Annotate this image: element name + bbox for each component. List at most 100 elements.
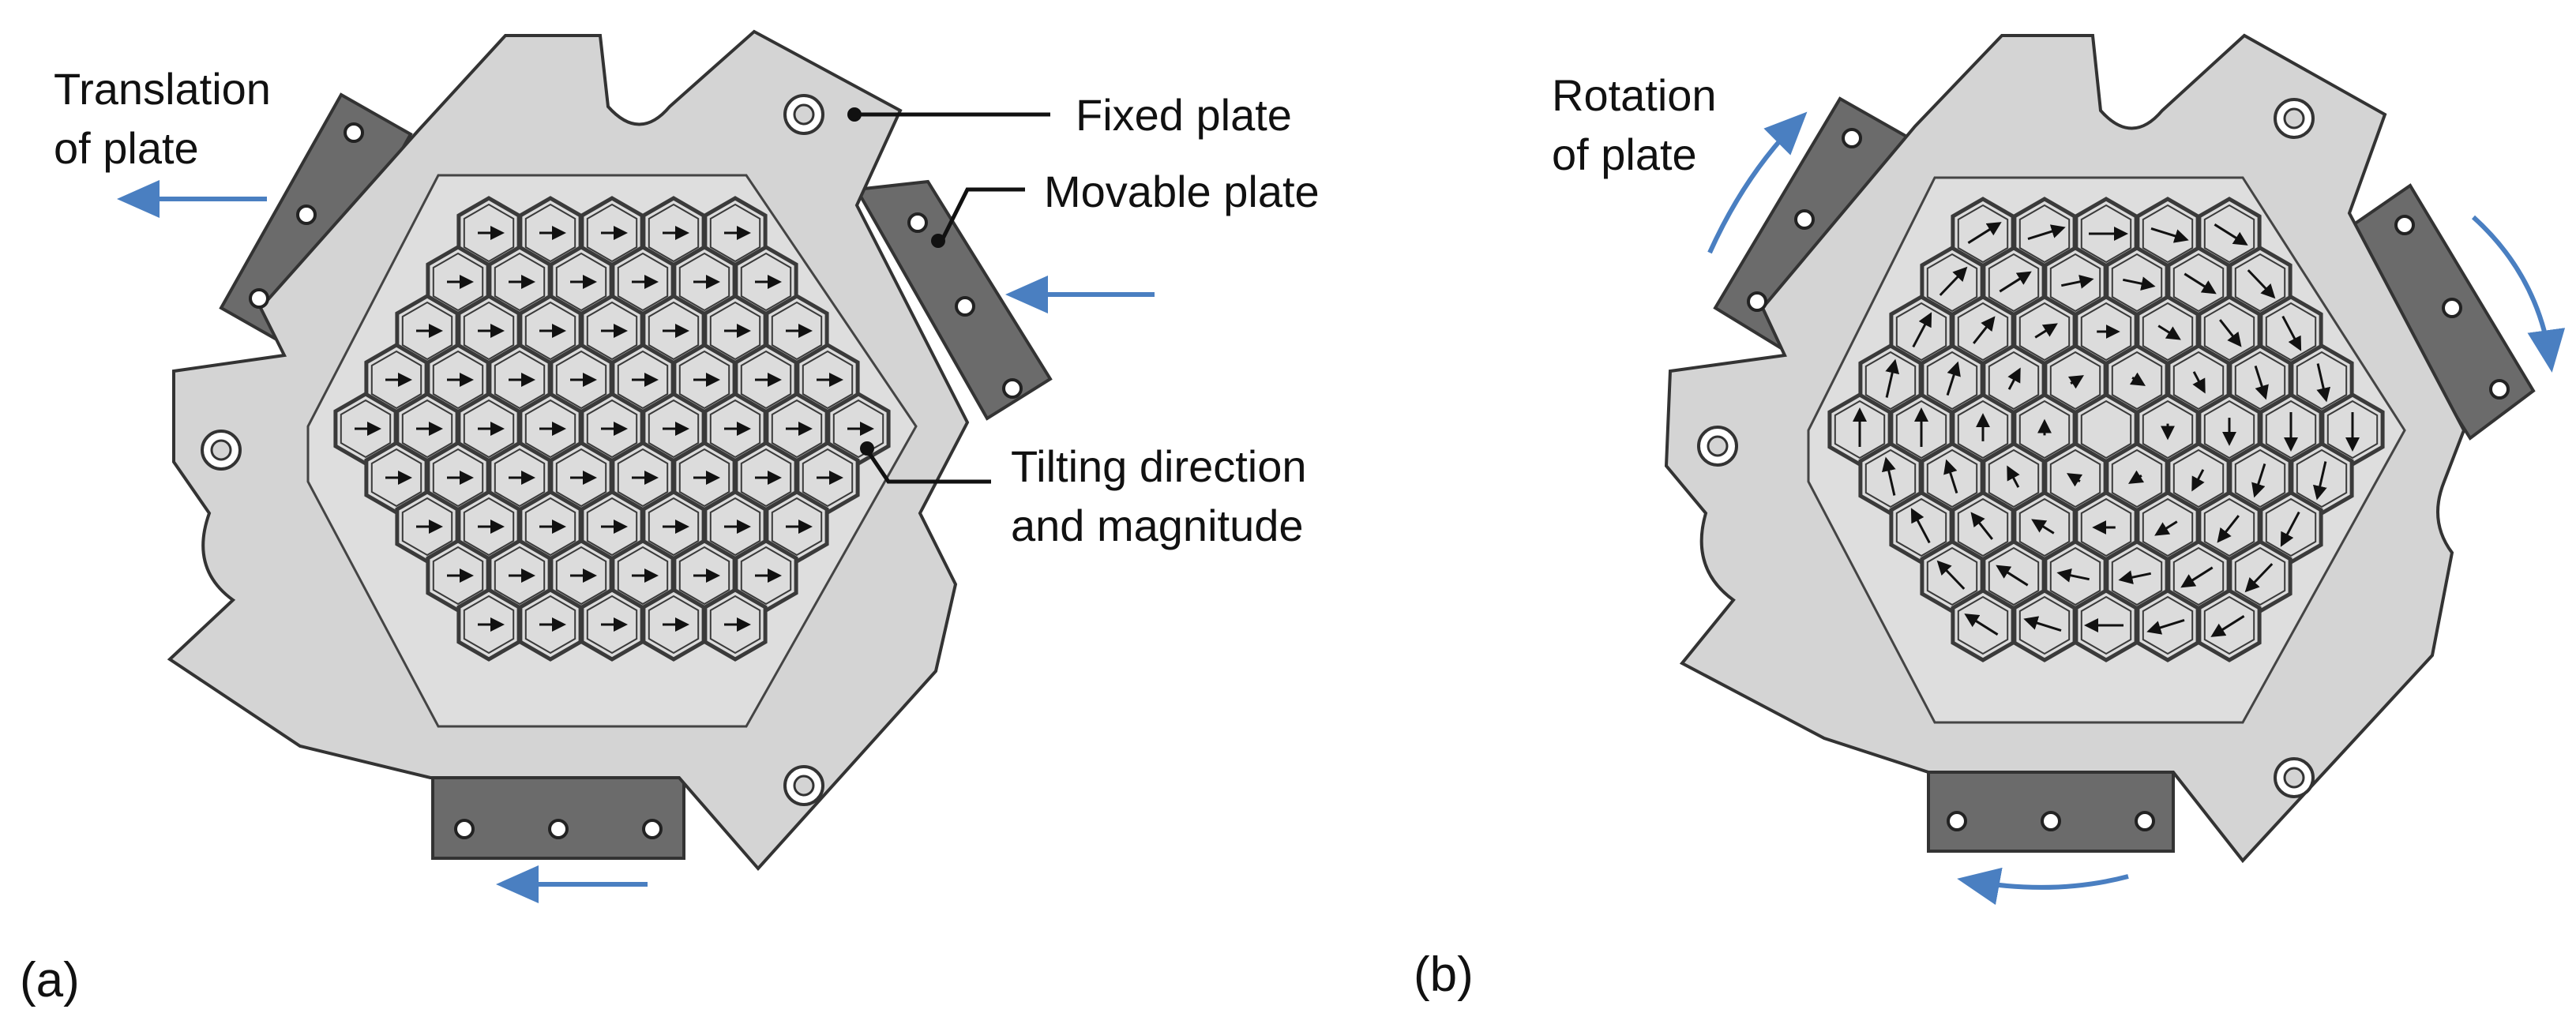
tilt-arrow-icon bbox=[2129, 372, 2146, 386]
mirror-cell-inner bbox=[2203, 204, 2255, 264]
mounting-holes-a bbox=[201, 94, 824, 806]
tilt-arrow-icon bbox=[1970, 512, 1993, 540]
mirror-cell-inner bbox=[1834, 400, 1886, 460]
mirror-cell-inner bbox=[617, 252, 669, 312]
mirror-cell-inner bbox=[494, 252, 546, 312]
tilt-arrow-icon bbox=[2312, 461, 2327, 501]
mirror-cell-inner bbox=[1957, 400, 2009, 460]
mirror-cell-inner bbox=[370, 350, 422, 410]
mirror-cell-inner bbox=[709, 399, 761, 459]
mirror-cell-inner bbox=[463, 595, 515, 655]
tilt-arrow-icon bbox=[2251, 463, 2266, 498]
mirror-cell-inner bbox=[524, 595, 576, 655]
mirror-cell-inner bbox=[2234, 448, 2286, 508]
tilt-arrow-icon bbox=[1939, 266, 1968, 296]
mirror-cell-inner bbox=[524, 497, 576, 557]
tilt-arrow-icon bbox=[1943, 459, 1958, 494]
tilt-arrow-icon bbox=[2122, 276, 2156, 291]
tilt-label-line1: Tilting direction bbox=[1011, 441, 1307, 491]
plate-bolts-a bbox=[249, 122, 1023, 839]
motion-label-line1: Translation bbox=[54, 64, 271, 114]
tilt-arrow-icon bbox=[2128, 470, 2145, 484]
tilt-arrow-icon bbox=[1912, 312, 1932, 348]
tilt-arrow-icon bbox=[2034, 323, 2058, 339]
mirror-cell-inner bbox=[709, 497, 761, 557]
mirror-cell-inner bbox=[648, 203, 700, 263]
tilt-arrow-icon bbox=[2244, 563, 2274, 593]
mirror-cell-inner bbox=[2080, 595, 2132, 655]
mirror-cell-inner bbox=[494, 448, 546, 508]
mirror-cell-inner bbox=[524, 301, 576, 361]
mirror-cell-inner bbox=[1988, 253, 2040, 313]
mirror-cell-inner bbox=[617, 350, 669, 410]
hole-icon bbox=[2283, 767, 2305, 789]
mirror-cell-inner bbox=[2018, 204, 2071, 264]
tilt-arrow-icon bbox=[2254, 365, 2269, 400]
tilt-arrow-icon bbox=[2157, 325, 2181, 340]
tilt-arrow-icon bbox=[2027, 224, 2066, 241]
mirror-cell-inner bbox=[2142, 204, 2194, 264]
mirror-cell-inner bbox=[648, 399, 700, 459]
mirror-cell-inner bbox=[648, 595, 700, 655]
tilt-arrow-icon bbox=[2191, 469, 2205, 492]
mirror-cell-inner bbox=[2080, 497, 2132, 557]
mirror-cell-inner bbox=[802, 350, 854, 410]
panel-a: Translation of plate Fixed plate Movable… bbox=[20, 29, 1320, 1007]
mirror-cell-inner bbox=[432, 350, 484, 410]
mirror-cell-inner bbox=[2265, 400, 2317, 460]
tilt-arrow-icon bbox=[2031, 519, 2055, 535]
tilt-arrow-icon bbox=[2180, 566, 2214, 588]
mirror-cells-a bbox=[333, 196, 891, 662]
tilt-arrow-icon bbox=[2280, 511, 2300, 547]
mirror-cell-inner bbox=[678, 252, 730, 312]
mirror-cell-inner bbox=[2142, 595, 2194, 655]
mirror-cell-inner bbox=[1895, 302, 1947, 362]
mirror-cell-inner bbox=[617, 546, 669, 606]
curved-arrow-icon bbox=[2471, 215, 2566, 373]
mirror-cell-inner bbox=[678, 448, 730, 508]
mirror-cell-inner bbox=[1864, 448, 1917, 508]
mirror-cell-inner bbox=[2172, 546, 2225, 606]
curved-arrow-icon bbox=[1707, 111, 1808, 254]
tilt-arrow-icon bbox=[2192, 371, 2206, 394]
mirror-cell-inner bbox=[2296, 448, 2348, 508]
mirror-cell-inner bbox=[771, 399, 823, 459]
mirror-cell-inner bbox=[2111, 253, 2163, 313]
mirror-cell-inner bbox=[1957, 204, 2009, 264]
mirror-cell-inner bbox=[1926, 351, 1978, 411]
tilt-arrow-icon bbox=[1996, 565, 2029, 587]
mirror-cell-inner bbox=[586, 595, 638, 655]
tilt-arrow-icon bbox=[1910, 508, 1931, 544]
mirror-cell-inner bbox=[2018, 595, 2071, 655]
mirror-cell-inner bbox=[2265, 497, 2317, 557]
mirror-cell-inner bbox=[524, 203, 576, 263]
motion-label-line2: of plate bbox=[1552, 129, 1697, 179]
mirror-cell-inner bbox=[771, 301, 823, 361]
mirror-cell-inner bbox=[401, 301, 453, 361]
mirror-cell-inner bbox=[2111, 546, 2163, 606]
mirror-cells-b bbox=[1827, 197, 2385, 662]
callout-leaders-a bbox=[854, 112, 1050, 484]
mirror-cell-inner bbox=[340, 399, 392, 459]
plate-bolts-b bbox=[1747, 128, 2510, 831]
mirror-cell-inner bbox=[2234, 351, 2286, 411]
translation-arrows-a bbox=[117, 180, 1155, 903]
mirror-cell-inner bbox=[678, 546, 730, 606]
tilt-arrow-icon bbox=[2210, 615, 2245, 637]
mirror-cell-inner bbox=[709, 595, 761, 655]
tilt-arrow-icon bbox=[2214, 223, 2248, 246]
panel-label-a: (a) bbox=[20, 953, 80, 1007]
mirror-cell-inner bbox=[555, 448, 607, 508]
mirror-cell-inner bbox=[555, 546, 607, 606]
mirror-cell-inner bbox=[463, 203, 515, 263]
panel-label-b: (b) bbox=[1414, 947, 1474, 1002]
movable-plates-a bbox=[219, 92, 1053, 860]
mirror-cell-inner bbox=[2234, 253, 2286, 313]
mirror-cell-inner bbox=[648, 497, 700, 557]
mirror-cell-inner bbox=[617, 448, 669, 508]
tilt-arrow-icon bbox=[2316, 363, 2331, 403]
tilt-arrow-icon bbox=[1881, 456, 1896, 496]
tilt-arrow-icon bbox=[2146, 618, 2185, 635]
motion-label-line2: of plate bbox=[54, 123, 199, 173]
tilt-arrow-icon bbox=[1973, 316, 1996, 344]
